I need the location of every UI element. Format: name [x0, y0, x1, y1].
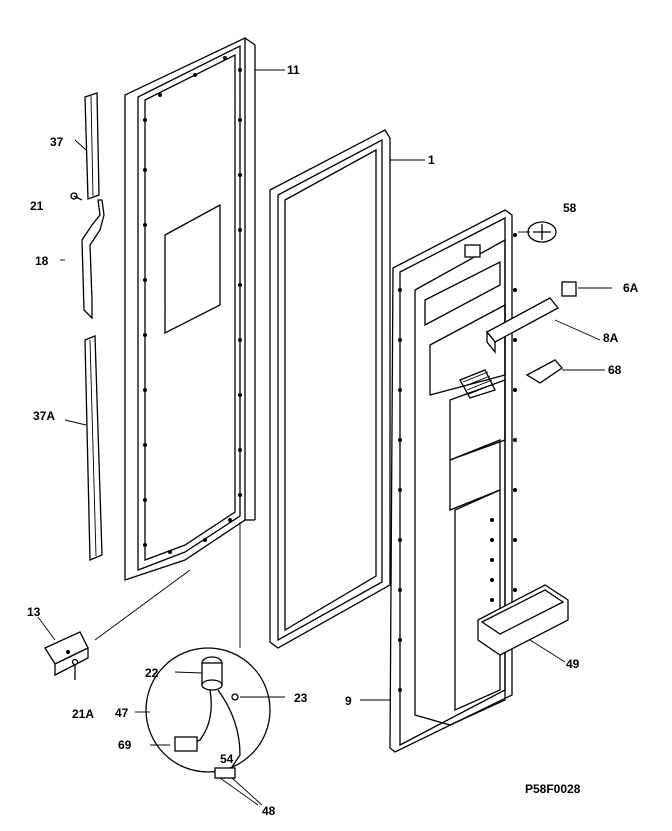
part-11-door-frame — [124, 36, 285, 581]
label-6a: 6A — [623, 281, 639, 295]
part-13-bracket — [37, 616, 89, 677]
label-47: 47 — [115, 706, 129, 720]
label-49: 49 — [566, 657, 580, 671]
part-37-strip — [74, 92, 100, 200]
part-58-screw — [518, 221, 557, 243]
label-69: 69 — [118, 738, 132, 752]
label-37: 37 — [50, 135, 64, 149]
label-21a: 21A — [72, 707, 94, 721]
part-49-drip-tray — [477, 584, 569, 663]
part-21a-screw — [71, 658, 79, 680]
label-1: 1 — [428, 153, 435, 167]
label-23: 23 — [294, 691, 308, 705]
part-9-door-panel — [360, 209, 517, 753]
label-9: 9 — [345, 694, 352, 708]
part-1-gasket — [269, 129, 425, 649]
part-6a-clip — [561, 281, 612, 297]
label-8a: 8A — [603, 331, 619, 345]
part-21-screw — [70, 192, 83, 201]
part-8a-rail — [486, 297, 601, 354]
diagram-code: P58F0028 — [525, 782, 581, 796]
detail-circle-switch — [135, 522, 285, 806]
label-58: 58 — [563, 201, 577, 215]
label-22: 22 — [145, 666, 159, 680]
label-13: 13 — [27, 605, 41, 619]
label-11: 11 — [287, 63, 300, 77]
label-21: 21 — [30, 199, 44, 213]
part-68-lever — [525, 359, 605, 384]
label-18: 18 — [35, 254, 49, 268]
label-54: 54 — [220, 752, 234, 766]
label-68: 68 — [608, 363, 622, 377]
label-37a: 37A — [33, 409, 55, 423]
part-37a-strip — [64, 335, 103, 561]
part-18-hinge — [60, 199, 105, 320]
label-48: 48 — [262, 804, 276, 818]
